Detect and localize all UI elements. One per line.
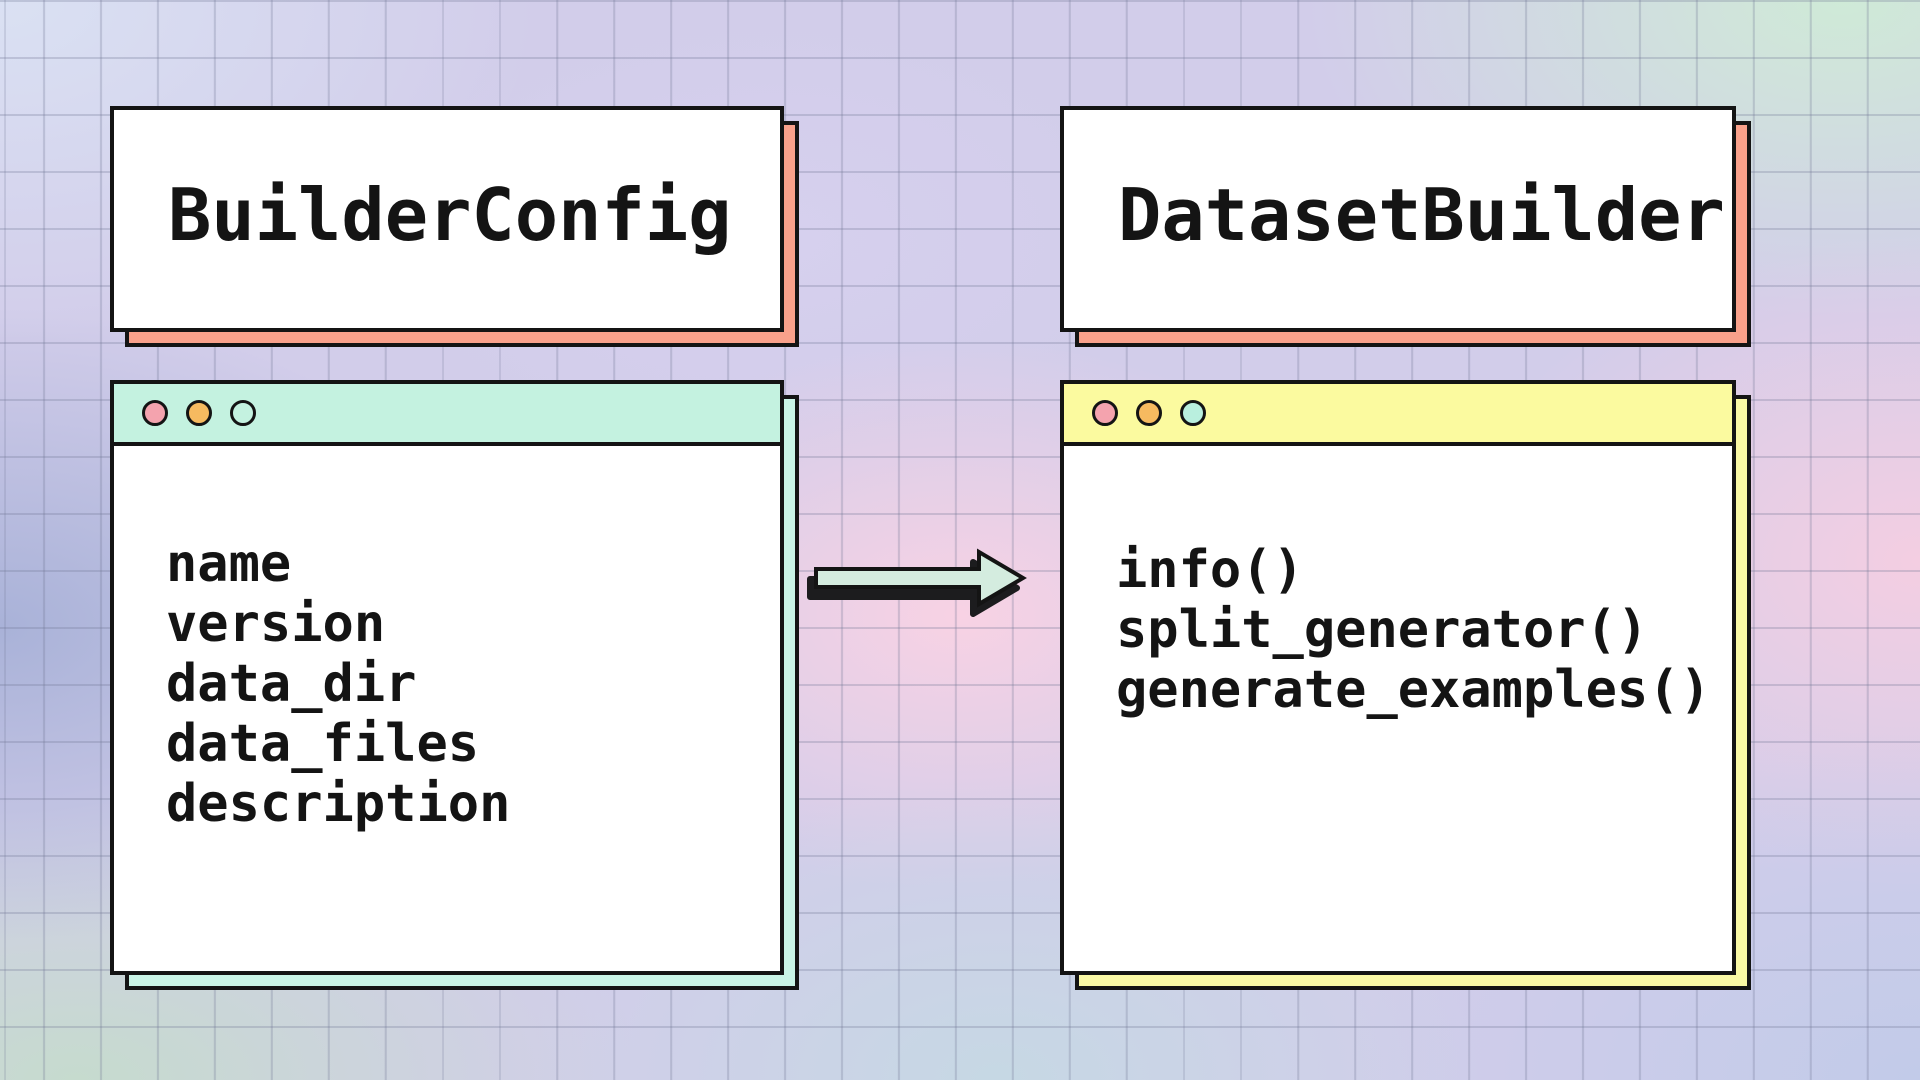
traffic-light-pink-icon <box>142 400 168 426</box>
datasetbuilder-window: info() split_generator() generate_exampl… <box>1060 380 1751 990</box>
builderconfig-title: BuilderConfig <box>168 173 732 257</box>
attribute-description: description <box>166 774 511 834</box>
builderconfig-attribute-list: name version data_dir data_files descrip… <box>114 446 780 834</box>
flow-arrow <box>806 542 1038 626</box>
traffic-light-orange-icon <box>1136 400 1162 426</box>
attribute-version: version <box>166 594 386 654</box>
traffic-light-orange-icon <box>186 400 212 426</box>
datasetbuilder-title: DatasetBuilder <box>1118 173 1725 257</box>
attribute-data-files: data_files <box>166 714 480 774</box>
datasetbuilder-window-titlebar <box>1064 384 1732 446</box>
right-arrow-icon <box>807 548 1027 617</box>
method-generate-examples: generate_examples() <box>1116 660 1711 720</box>
traffic-light-empty-icon <box>230 400 256 426</box>
method-split-generator: split_generator() <box>1116 600 1649 660</box>
builderconfig-title-card: BuilderConfig <box>110 106 799 347</box>
datasetbuilder-window-face: info() split_generator() generate_exampl… <box>1060 380 1736 975</box>
builderconfig-card-face: BuilderConfig <box>110 106 784 332</box>
datasetbuilder-card-face: DatasetBuilder <box>1060 106 1736 332</box>
datasetbuilder-title-card: DatasetBuilder <box>1060 106 1751 347</box>
traffic-light-mint-icon <box>1180 400 1206 426</box>
attribute-data-dir: data_dir <box>166 654 417 714</box>
builderconfig-window-titlebar <box>114 384 780 446</box>
builderconfig-window: name version data_dir data_files descrip… <box>110 380 799 990</box>
method-info: info() <box>1116 540 1304 600</box>
datasetbuilder-method-list: info() split_generator() generate_exampl… <box>1064 446 1732 720</box>
builderconfig-window-face: name version data_dir data_files descrip… <box>110 380 784 975</box>
attribute-name: name <box>166 534 292 594</box>
traffic-light-pink-icon <box>1092 400 1118 426</box>
